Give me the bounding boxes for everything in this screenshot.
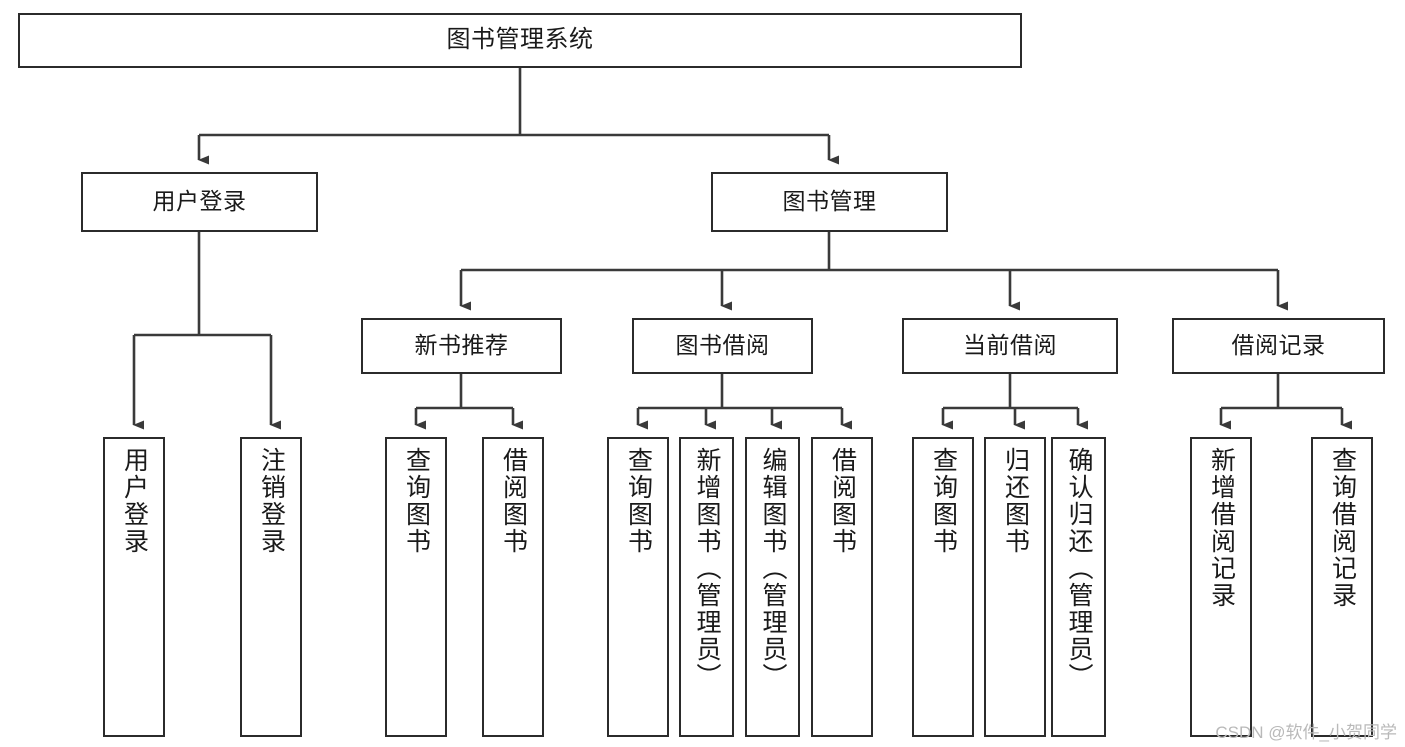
leaf-query-borrow-record-label: 查询借阅记录	[1328, 447, 1357, 609]
leaf-query-book-3-label: 查询图书	[929, 447, 958, 555]
leaf-query-book-3[interactable]: 查询图书	[912, 437, 974, 737]
node-user-login-label: 用户登录	[152, 188, 247, 215]
node-current-borrow[interactable]: 当前借阅	[902, 318, 1118, 374]
leaf-return-book-label: 归还图书	[1001, 447, 1030, 555]
leaf-borrow-book-1-label: 借阅图书	[499, 447, 528, 555]
leaf-borrow-book-1[interactable]: 借阅图书	[482, 437, 544, 737]
leaf-user-login[interactable]: 用户登录	[103, 437, 165, 737]
leaf-add-book-admin-label: 新增图书（管理员）	[693, 447, 721, 690]
leaf-query-book-1-label: 查询图书	[402, 447, 431, 555]
leaf-confirm-return-admin-label: 确认归还（管理员）	[1065, 447, 1093, 690]
node-book-management[interactable]: 图书管理	[711, 172, 948, 232]
leaf-confirm-return-admin[interactable]: 确认归还（管理员）	[1051, 437, 1106, 737]
leaf-query-borrow-record[interactable]: 查询借阅记录	[1311, 437, 1373, 737]
node-root[interactable]: 图书管理系统	[18, 13, 1022, 68]
leaf-logout-login[interactable]: 注销登录	[240, 437, 302, 737]
leaf-edit-book-admin-label: 编辑图书（管理员）	[759, 447, 787, 690]
node-new-book-recommend[interactable]: 新书推荐	[361, 318, 562, 374]
leaf-borrow-book-2[interactable]: 借阅图书	[811, 437, 873, 737]
leaf-query-book-1[interactable]: 查询图书	[385, 437, 447, 737]
node-book-borrow-label: 图书借阅	[675, 332, 770, 359]
csdn-watermark: CSDN @软件_小贺同学	[1215, 723, 1397, 742]
leaf-add-borrow-record[interactable]: 新增借阅记录	[1190, 437, 1252, 737]
node-root-label: 图书管理系统	[446, 26, 594, 54]
leaf-return-book[interactable]: 归还图书	[984, 437, 1046, 737]
node-book-borrow[interactable]: 图书借阅	[632, 318, 813, 374]
node-book-management-label: 图书管理	[782, 188, 877, 215]
leaf-add-borrow-record-label: 新增借阅记录	[1207, 447, 1236, 609]
leaf-add-book-admin[interactable]: 新增图书（管理员）	[679, 437, 734, 737]
node-user-login[interactable]: 用户登录	[81, 172, 318, 232]
node-borrow-record-label: 借阅记录	[1231, 332, 1326, 359]
leaf-query-book-2[interactable]: 查询图书	[607, 437, 669, 737]
node-borrow-record[interactable]: 借阅记录	[1172, 318, 1385, 374]
leaf-edit-book-admin[interactable]: 编辑图书（管理员）	[745, 437, 800, 737]
node-current-borrow-label: 当前借阅	[963, 332, 1057, 359]
leaf-query-book-2-label: 查询图书	[624, 447, 653, 555]
leaf-borrow-book-2-label: 借阅图书	[828, 447, 857, 555]
leaf-logout-login-label: 注销登录	[257, 447, 286, 555]
leaf-user-login-label: 用户登录	[120, 447, 149, 555]
node-new-book-recommend-label: 新书推荐	[414, 332, 509, 359]
